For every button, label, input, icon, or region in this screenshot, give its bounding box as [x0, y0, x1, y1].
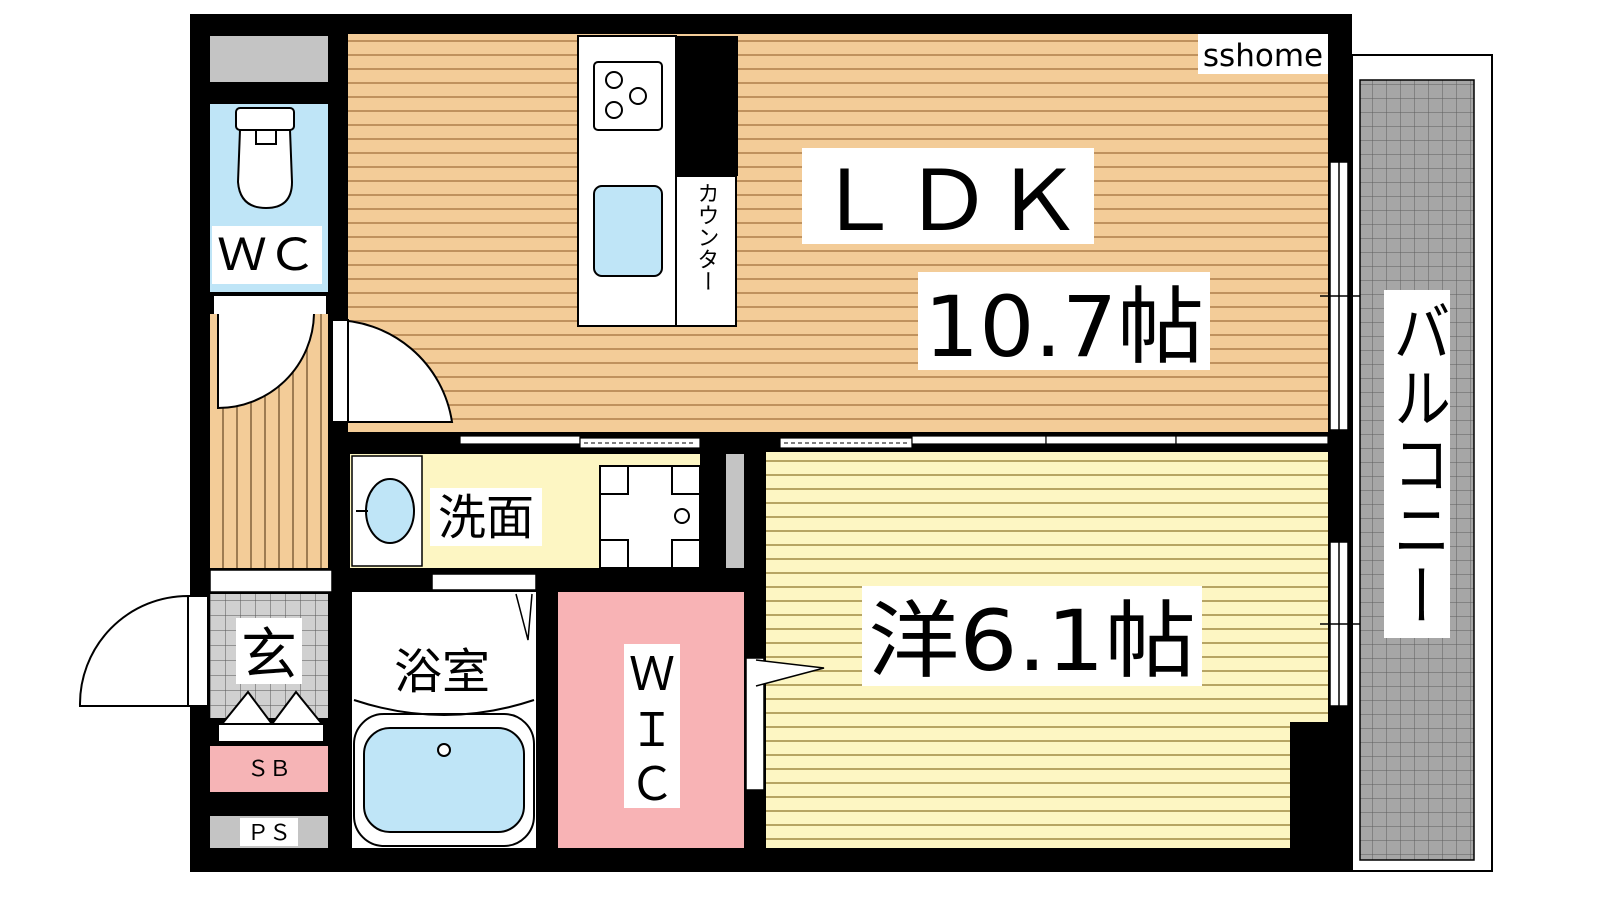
pipe-space-label: ＰＳ [247, 821, 291, 846]
balcony-label-bg [1384, 290, 1450, 638]
western-size-bg [862, 586, 1202, 686]
washroom-label-bg [430, 488, 542, 546]
pipe-space-label-bg [240, 818, 298, 846]
ldk-label-bg [802, 148, 1094, 244]
bathroom-door-icon [431, 573, 537, 641]
entrance-label: 玄 [241, 623, 297, 688]
shoe-box [210, 746, 328, 792]
shoe-box-label: ＳＢ [247, 757, 291, 782]
toilet-icon [235, 107, 295, 210]
stove-icon [593, 61, 663, 131]
sink-icon [593, 185, 663, 277]
balcony [1351, 54, 1493, 872]
entrance-door-icon [78, 594, 209, 707]
watermark: sshome [1203, 38, 1323, 74]
bath-label: 浴室 [394, 644, 490, 700]
wic-label-bg [624, 644, 680, 808]
washing-machine-icon [599, 465, 701, 569]
wic-label-c: Ｃ [629, 757, 675, 811]
washroom-label: 洗面 [438, 490, 534, 546]
wc-label-bg [212, 226, 322, 284]
washbasin-icon [351, 455, 423, 567]
entrance-label-bg [236, 618, 302, 684]
wic-label-i: Ｉ [629, 703, 675, 757]
wic-label-w: Ｗ [629, 647, 675, 701]
counter-label: カウンター [694, 182, 719, 292]
western-room-closet-pillar [1290, 722, 1330, 850]
bathtub-icon [353, 699, 535, 847]
shoes-icon [217, 690, 325, 743]
ldk-door-icon [331, 318, 454, 423]
wc-label: ＷＣ [217, 230, 317, 281]
wic-door-icon [745, 657, 825, 791]
ldk-sliding-doors [459, 435, 1329, 449]
ldk-name-label: ＬＤＫ [813, 152, 1083, 250]
washroom-gray-shelf [726, 454, 744, 568]
balcony-windows [1320, 161, 1360, 707]
watermark-bg [1198, 34, 1328, 74]
balcony-label: バルコニー [1383, 298, 1451, 628]
western-size-label: 洋6.1帖 [868, 592, 1196, 690]
ldk-size-label: 10.7帖 [924, 278, 1204, 376]
ldk-size-bg [918, 272, 1210, 370]
storage-top [210, 36, 328, 82]
hallway-door-icon [214, 296, 326, 410]
